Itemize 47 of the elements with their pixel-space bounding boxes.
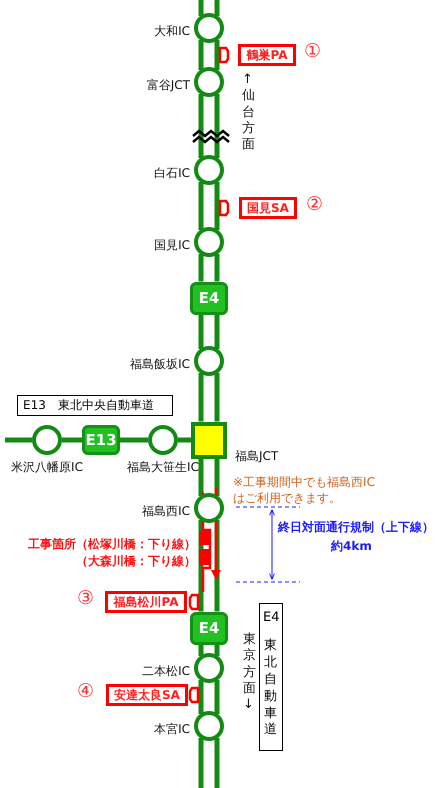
expressway-road [198,678,220,716]
restriction-label: 終日対面通行規制（上下線） [278,519,434,536]
expressway-road [198,312,220,352]
route-number-badge: E13 [82,425,120,455]
direction-label: ↑仙台方面 [242,72,255,154]
expressway-road [198,642,220,658]
callout-number: ④ [77,680,94,702]
interchange-name: 白石IC [154,165,190,182]
direction-label: 東京方面↓ [243,632,256,714]
expressway-road [198,736,220,788]
interchange-name: 二本松IC [142,663,190,680]
route-number-badge: E4 [190,612,228,644]
route-name-box [259,603,283,751]
route-number-text: E4 [263,610,280,625]
note-text: ※工事期間中でも福島西IC はご利用できます。 [233,474,376,506]
distance-label: 約4km [331,538,372,555]
interchange-name: 本宮IC [154,721,190,738]
route-name-box: E13 東北中央自動車道 [17,394,173,416]
junction-name: 福島JCT [235,448,278,464]
construction-label: 工事箇所（松塚川橋：下り線） [28,536,196,553]
interchange-name: 福島飯坂IC [130,356,190,373]
callout-number: ③ [77,587,94,609]
callout-number: ① [304,40,322,62]
route-name-text: 東北自動車道 [264,638,277,740]
interchange-name: 富谷JCT [146,77,190,94]
expressway-road [198,456,220,498]
rest-area-label: 鶴巣PA [238,44,296,66]
road-line [5,438,32,442]
route-number-badge: E4 [190,282,228,314]
interchange-name: 福島西IC [142,503,190,520]
callout-number: ② [306,193,324,215]
interchange-name: 大和IC [154,23,190,40]
expressway-road [198,38,220,72]
road-line [62,438,82,442]
construction-label: （大森川橋：下り線） [76,553,196,570]
expressway-road [198,92,220,160]
expressway-road [198,180,220,232]
expressway-road [198,252,220,284]
road-line [120,438,148,442]
rest-area-label: 国見SA [239,197,297,219]
interchange-name: 福島大笹生IC [127,459,199,476]
expressway-road [198,0,220,18]
interchange-name: 米沢八幡原IC [11,459,83,476]
interchange-name: 国見IC [154,237,190,254]
expressway-road [198,370,220,424]
expressway-road [198,518,220,614]
road-line [178,438,191,442]
